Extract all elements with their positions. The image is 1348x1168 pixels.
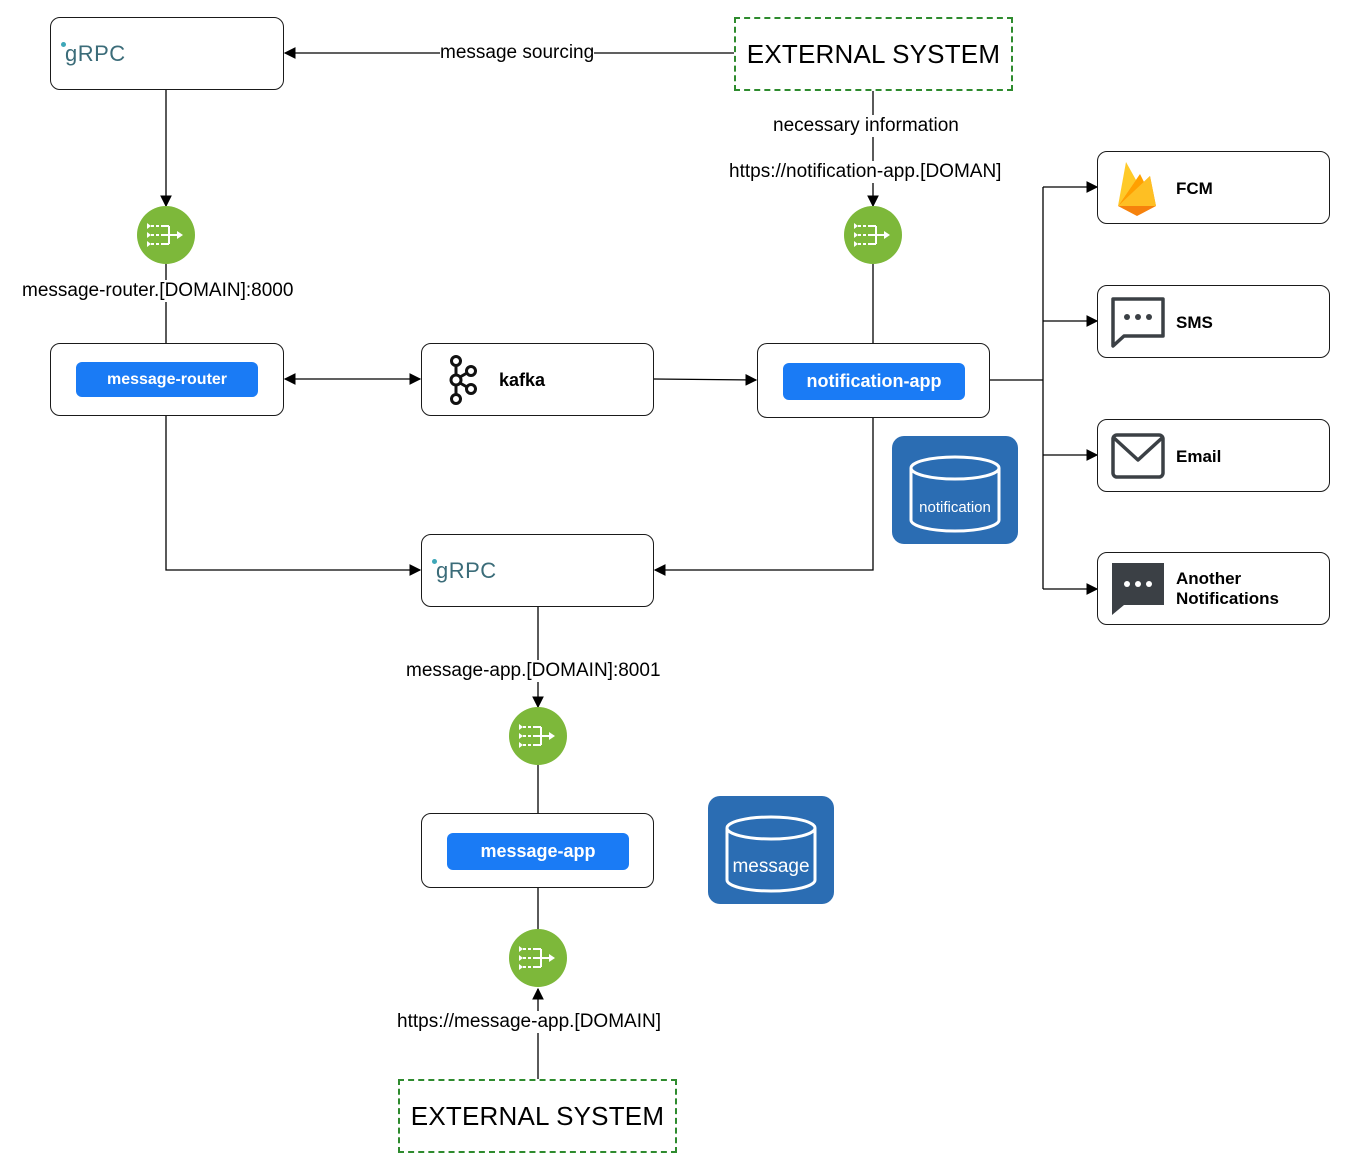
message-app-pill: message-app <box>447 833 629 870</box>
gateway-router-icon <box>137 206 195 264</box>
grpc-middle-label: gRPC <box>436 558 497 583</box>
channel-fcm: FCM <box>1097 151 1330 224</box>
notification-database: notification <box>892 436 1018 544</box>
channel-sms-label: SMS <box>1176 313 1213 332</box>
edge-label-notification-url: https://notification-app.[DOMAN] <box>729 161 1002 183</box>
database-icon <box>909 455 1001 533</box>
channel-fcm-label: FCM <box>1176 179 1213 198</box>
gateway-external-icon <box>509 929 567 987</box>
channel-email-label: Email <box>1176 447 1222 466</box>
kafka-icon <box>449 355 477 405</box>
external-system-top: EXTERNAL SYSTEM <box>734 17 1013 91</box>
sms-icon <box>1111 297 1165 348</box>
message-app-node: message-app <box>421 813 654 888</box>
channel-another: Another Notifications <box>1097 552 1330 625</box>
message-router-node: message-router <box>50 343 284 416</box>
grpc-logo-icon: gRPC <box>432 558 497 584</box>
external-system-bottom-label: EXTERNAL SYSTEM <box>410 1100 665 1131</box>
channel-email: Email <box>1097 419 1330 492</box>
message-router-pill: message-router <box>76 362 258 397</box>
grpc-logo-icon: gRPC <box>61 41 126 67</box>
message-database: message <box>708 796 834 904</box>
gateway-message-app-icon <box>509 707 567 765</box>
channel-another-label: Another Notifications <box>1176 569 1279 608</box>
grpc-middle-node: gRPC <box>421 534 654 607</box>
external-system-top-label: EXTERNAL SYSTEM <box>746 38 1001 69</box>
kafka-node: kafka <box>421 343 654 416</box>
email-icon <box>1111 433 1165 479</box>
edge-label-router-url: message-router.[DOMAIN]:8000 <box>22 280 294 302</box>
chat-icon <box>1112 563 1164 615</box>
firebase-icon <box>1118 162 1156 216</box>
database-icon <box>725 815 817 893</box>
notification-database-label: notification <box>919 499 991 516</box>
grpc-top-node: gRPC <box>50 17 284 90</box>
message-database-label: message <box>732 856 810 877</box>
edge-label-message-app-url: message-app.[DOMAIN]:8001 <box>406 660 661 682</box>
grpc-top-label: gRPC <box>65 41 126 66</box>
notification-app-pill: notification-app <box>783 363 965 400</box>
external-system-bottom: EXTERNAL SYSTEM <box>398 1079 677 1153</box>
gateway-notification-icon <box>844 206 902 264</box>
edge-label-message-sourcing: message sourcing <box>440 42 595 64</box>
notification-app-node: notification-app <box>757 343 990 418</box>
channel-sms: SMS <box>1097 285 1330 358</box>
edge-label-message-app-https: https://message-app.[DOMAIN] <box>397 1011 661 1033</box>
kafka-label: kafka <box>499 370 546 390</box>
edge-label-necessary-information: necessary information <box>773 115 959 137</box>
